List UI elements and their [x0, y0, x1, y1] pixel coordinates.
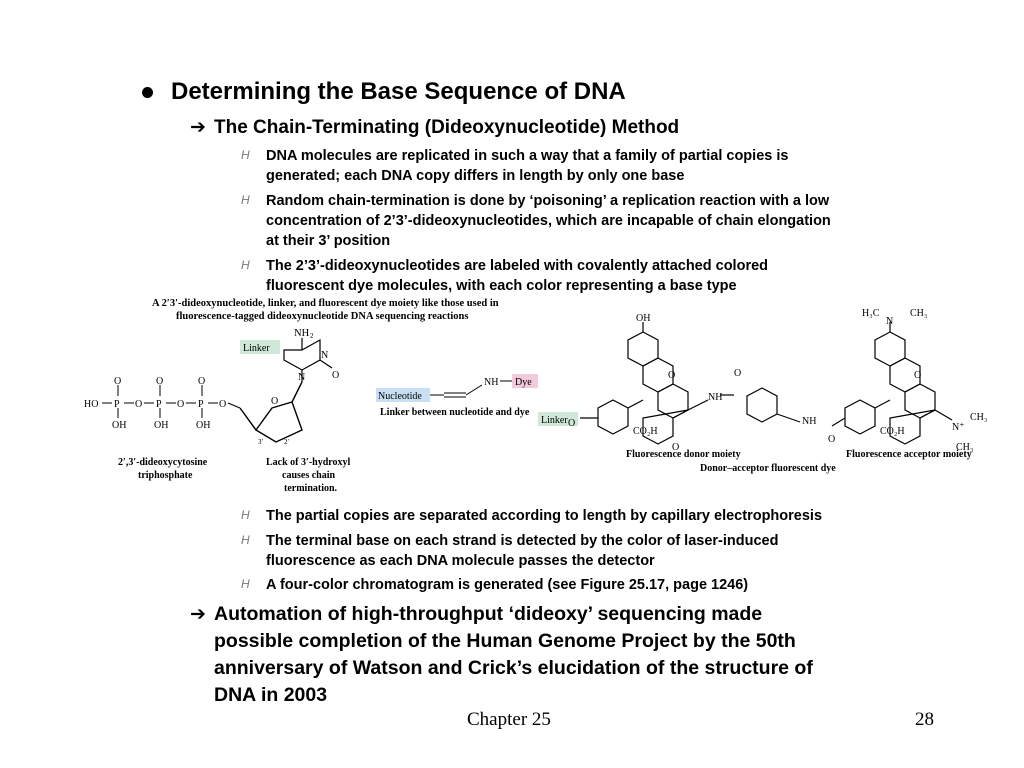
linker-label: Linker	[541, 415, 568, 426]
figure-caption: A 2′3′-dideoxynucleotide, linker, and fl…	[152, 298, 499, 309]
o-label: O	[135, 399, 142, 410]
ring-o-label: O	[914, 370, 921, 381]
automation-line: possible completion of the Human Genome …	[214, 630, 796, 652]
prime3-label: 3′	[258, 438, 264, 446]
figure-caption: fluorescence-tagged dideoxynucleotide DN…	[176, 311, 468, 322]
linker-box	[240, 340, 280, 354]
n-label: N	[321, 350, 328, 361]
prime2-label: 2′	[284, 438, 290, 446]
dideoxynucleotide-figure: A 2′3′-dideoxynucleotide, linker, and fl…	[84, 298, 987, 494]
sugar-ring	[239, 381, 303, 443]
h-bullet-icon: H	[241, 533, 250, 547]
cytosine-caption: 2′,3′-dideoxycytosine	[118, 457, 208, 468]
linker-between-caption: Linker between nucleotide and dye	[380, 407, 530, 418]
co2h-label: CO₂H	[633, 426, 658, 437]
ring-o-label: O	[668, 370, 675, 381]
right-arrow-icon: ➔	[190, 117, 206, 138]
bullet-line: fluorescence as each DNA molecule passes…	[266, 553, 655, 569]
acceptor-moiety-structure	[831, 322, 953, 445]
ch3-label: CH₃	[910, 308, 927, 319]
h-bullet-icon: H	[241, 577, 250, 591]
h-bullet-icon: H	[241, 193, 250, 207]
linker-label: Linker	[243, 343, 270, 354]
lack-caption: Lack of 3′-hydroxyl	[266, 457, 351, 468]
nh2-sub: 2	[310, 332, 314, 340]
subheading-method: The Chain-Terminating (Dideoxynucleotide…	[214, 117, 680, 138]
o-label: O	[156, 376, 163, 387]
nh-label: NH	[802, 416, 816, 427]
bullet-line: generated; each DNA copy differs in leng…	[266, 168, 685, 184]
o-label: O	[828, 434, 835, 445]
bullet-line: Random chain-termination is done by ‘poi…	[266, 193, 830, 209]
triphosphate-chain	[102, 385, 241, 418]
bullet-line: The terminal base on each strand is dete…	[266, 533, 779, 549]
bond	[776, 413, 801, 423]
o-label: O	[672, 442, 679, 453]
dye-box	[512, 374, 538, 388]
ch3-label: CH₃	[956, 442, 973, 453]
oh-label: OH	[196, 420, 210, 431]
lack-caption: causes chain	[282, 470, 336, 481]
donor-acceptor-caption: Donor–acceptor fluorescent dye	[700, 463, 836, 474]
n-label: N	[298, 372, 305, 383]
h-bullet-icon: H	[241, 508, 250, 522]
automation-line: DNA in 2003	[214, 684, 328, 706]
h3c-label: H₃C	[862, 308, 880, 319]
right-arrow-icon: ➔	[190, 604, 206, 625]
h-bullet-icon: H	[241, 148, 250, 162]
nplus-label: N⁺	[952, 422, 965, 433]
o-label: O	[177, 399, 184, 410]
nucleotide-box	[376, 388, 430, 402]
p-label: P	[156, 399, 162, 410]
nh2-label: NH	[294, 328, 310, 339]
alkyne-linker	[430, 384, 483, 398]
n-label: N	[886, 316, 893, 327]
donor-caption: Fluorescence donor moiety	[626, 449, 741, 460]
slide-heading: Determining the Base Sequence of DNA	[171, 78, 626, 105]
oh-label: OH	[154, 420, 168, 431]
automation-line: anniversary of Watson and Crick’s elucid…	[214, 657, 813, 679]
co2h-label: CO₂H	[880, 426, 905, 437]
bullet-line: fluorescent dye molecules, with each col…	[266, 278, 737, 294]
ch3-label: CH₃	[970, 412, 987, 423]
p-label: P	[198, 399, 204, 410]
bullet-line: DNA molecules are replicated in such a w…	[266, 148, 789, 164]
nh-label: NH	[708, 392, 722, 403]
o-label: O	[332, 370, 339, 381]
bullet-line: at their 3’ position	[266, 233, 391, 249]
dye-label: Dye	[515, 377, 532, 388]
footer-chapter: Chapter 25	[467, 709, 551, 730]
oh-label: OH	[112, 420, 126, 431]
bullet-line: concentration of 2’3’-dideoxynucleotides…	[266, 213, 831, 229]
o-label: O	[568, 418, 575, 429]
p-label: P	[114, 399, 120, 410]
ho-label: HO	[84, 399, 98, 410]
o-label: O	[114, 376, 121, 387]
nh-label: NH	[484, 377, 498, 388]
linker-benzene	[746, 387, 778, 423]
nucleotide-label: Nucleotide	[378, 391, 422, 402]
h-bullet-icon: H	[241, 258, 250, 272]
oh-label: OH	[636, 313, 650, 324]
heading-bullet-icon	[142, 87, 153, 98]
linker-box	[538, 412, 578, 426]
lack-caption: termination.	[284, 483, 338, 494]
bullet-line: A four-color chromatogram is generated (…	[266, 577, 749, 593]
bullet-line: The 2’3’-dideoxynucleotides are labeled …	[266, 258, 769, 274]
bullet-line: The partial copies are separated accordi…	[266, 508, 823, 524]
o-label: O	[734, 368, 741, 379]
cytosine-base	[283, 338, 333, 382]
acceptor-caption: Fluorescence acceptor moiety	[846, 449, 972, 460]
automation-line: Automation of high-throughput ‘dideoxy’ …	[214, 603, 763, 625]
donor-moiety-structure	[580, 322, 734, 445]
footer-page-number: 28	[915, 709, 934, 730]
cytosine-caption: triphosphate	[138, 470, 193, 481]
o-label: O	[219, 399, 226, 410]
o-label: O	[198, 376, 205, 387]
ring-o-label: O	[271, 396, 278, 407]
